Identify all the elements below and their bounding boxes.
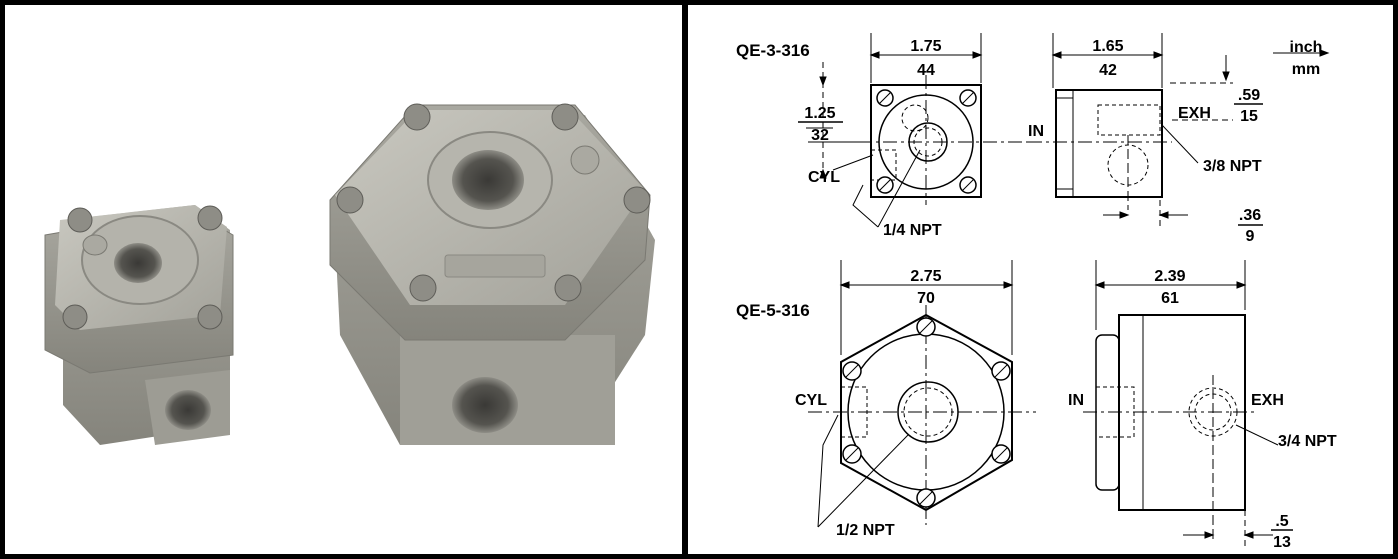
dimension-drawing: QE-3-316 1.75 44 1.25 32 CYL 1/4 NPT IN … <box>736 33 1337 551</box>
units-inch-label: inch <box>1290 39 1323 56</box>
qe5-width-inch: 2.75 <box>910 268 941 285</box>
qe3-in-label: IN <box>1028 123 1044 140</box>
qe3-exh-label: EXH <box>1178 105 1211 122</box>
qe3-width-mm: 44 <box>917 62 935 79</box>
qe5-exh-port-label: 3/4 NPT <box>1278 433 1337 450</box>
qe3-side-view <box>1028 33 1233 227</box>
product-photo <box>44 103 655 445</box>
qe5-cyl-port-label: 1/2 NPT <box>836 522 895 539</box>
qe3-exh-port-label: 3/8 NPT <box>1203 158 1262 175</box>
qe3-cyl-label: CYL <box>808 169 840 186</box>
qe3-side-width-inch: 1.65 <box>1092 38 1123 55</box>
qe5-exh-label: EXH <box>1251 392 1284 409</box>
qe5-bottom-offset-mm: 13 <box>1273 534 1291 551</box>
qe5-in-label: IN <box>1068 392 1084 409</box>
qe5-model-label: QE-5-316 <box>736 301 810 320</box>
qe5-side-width-mm: 61 <box>1161 290 1179 307</box>
qe3-front-view <box>806 33 1028 228</box>
qe3-width-inch: 1.75 <box>910 38 941 55</box>
dimension-drawing-panel: QE-3-316 1.75 44 1.25 32 CYL 1/4 NPT IN … <box>688 5 1393 554</box>
qe3-model-label: QE-3-316 <box>736 41 810 60</box>
qe5-side-width-inch: 2.39 <box>1154 268 1185 285</box>
product-photo-panel <box>5 5 682 554</box>
qe3-bottom-offset-inch: .36 <box>1239 207 1261 224</box>
qe3-height-mm: 32 <box>811 127 829 144</box>
large-valve-photo <box>329 103 655 445</box>
qe3-bottom-offset-mm: 9 <box>1246 228 1255 245</box>
qe5-bottom-offset-inch: .5 <box>1275 513 1288 530</box>
qe3-exh-offset-mm: 15 <box>1240 108 1258 125</box>
qe5-width-mm: 70 <box>917 290 935 307</box>
qe5-cyl-label: CYL <box>795 392 827 409</box>
qe3-cyl-port-label: 1/4 NPT <box>883 222 942 239</box>
qe3-side-width-mm: 42 <box>1099 62 1117 79</box>
qe5-side-view <box>1083 260 1279 550</box>
small-valve-photo <box>44 205 234 445</box>
qe5-front-view <box>808 260 1036 528</box>
qe3-exh-offset-inch: .59 <box>1238 87 1260 104</box>
panel-divider <box>682 0 688 559</box>
units-mm-label: mm <box>1292 61 1320 78</box>
qe3-height-inch: 1.25 <box>804 105 835 122</box>
